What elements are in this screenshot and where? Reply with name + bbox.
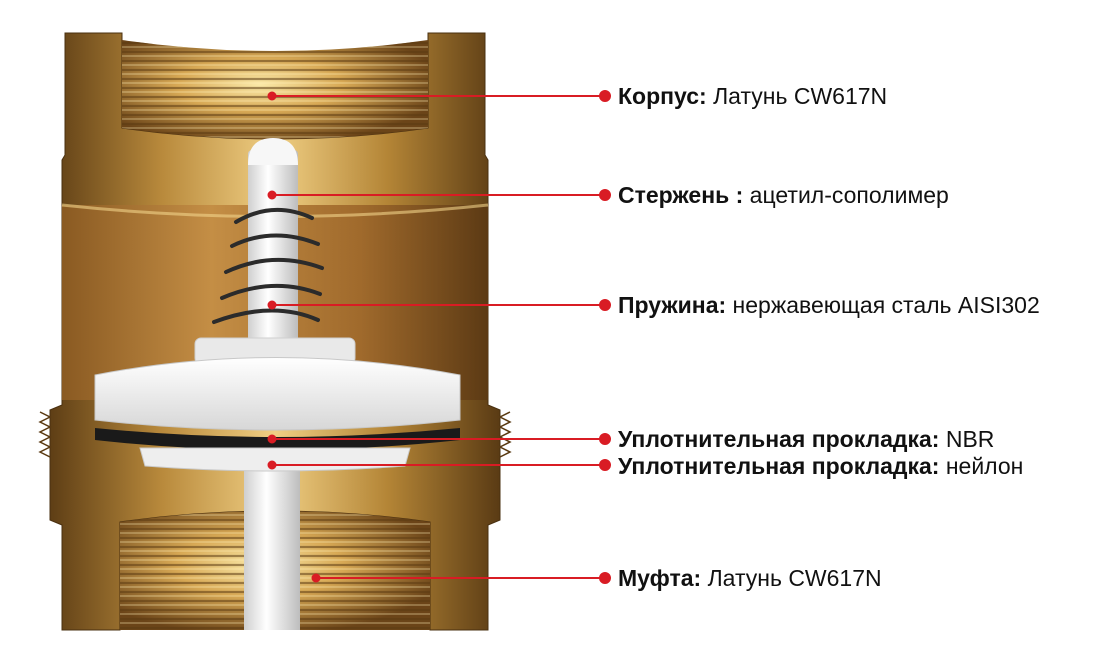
leader-dot-nylon bbox=[267, 460, 277, 470]
callout-nylon-gasket: Уплотнительная прокладка: нейлон bbox=[618, 452, 1023, 480]
leader-lines bbox=[267, 90, 611, 584]
leader-end-nylon bbox=[599, 459, 611, 471]
callout-label: Корпус: bbox=[618, 83, 707, 109]
callout-label: Пружина: bbox=[618, 292, 727, 318]
callout-spring: Пружина: нержавеющая сталь AISI302 bbox=[618, 291, 1040, 319]
callout-value: NBR bbox=[939, 426, 995, 452]
callout-nbr-gasket: Уплотнительная прокладка: NBR bbox=[618, 425, 994, 453]
leader-end-spring bbox=[599, 299, 611, 311]
callout-label: Стержень : bbox=[618, 182, 744, 208]
leader-end-stem bbox=[599, 189, 611, 201]
callout-value: Латунь CW617N bbox=[701, 565, 882, 591]
leader-dot-spring bbox=[267, 300, 277, 310]
callout-value: ацетил-сополимер bbox=[743, 182, 949, 208]
leader-end-coupling bbox=[599, 572, 611, 584]
callout-coupling: Муфта: Латунь CW617N bbox=[618, 564, 882, 592]
callout-stem: Стержень : ацетил-сополимер bbox=[618, 181, 949, 209]
callout-body: Корпус: Латунь CW617N bbox=[618, 82, 887, 110]
leader-end-body bbox=[599, 90, 611, 102]
leader-dot-stem bbox=[267, 190, 277, 200]
spring bbox=[212, 208, 324, 324]
leader-dot-nbr bbox=[267, 434, 277, 444]
callout-label: Уплотнительная прокладка: bbox=[618, 426, 940, 452]
leader-dot-body bbox=[267, 91, 277, 101]
callout-value: Латунь CW617N bbox=[706, 83, 888, 109]
leader-dot-coupling bbox=[311, 573, 321, 583]
stem bbox=[244, 138, 300, 630]
leader-end-nbr bbox=[599, 433, 611, 445]
callout-value: нейлон bbox=[939, 453, 1024, 479]
callout-value: нержавеющая сталь AISI302 bbox=[726, 292, 1040, 318]
callout-label: Уплотнительная прокладка: bbox=[618, 453, 940, 479]
callout-label: Муфта: bbox=[618, 565, 702, 591]
